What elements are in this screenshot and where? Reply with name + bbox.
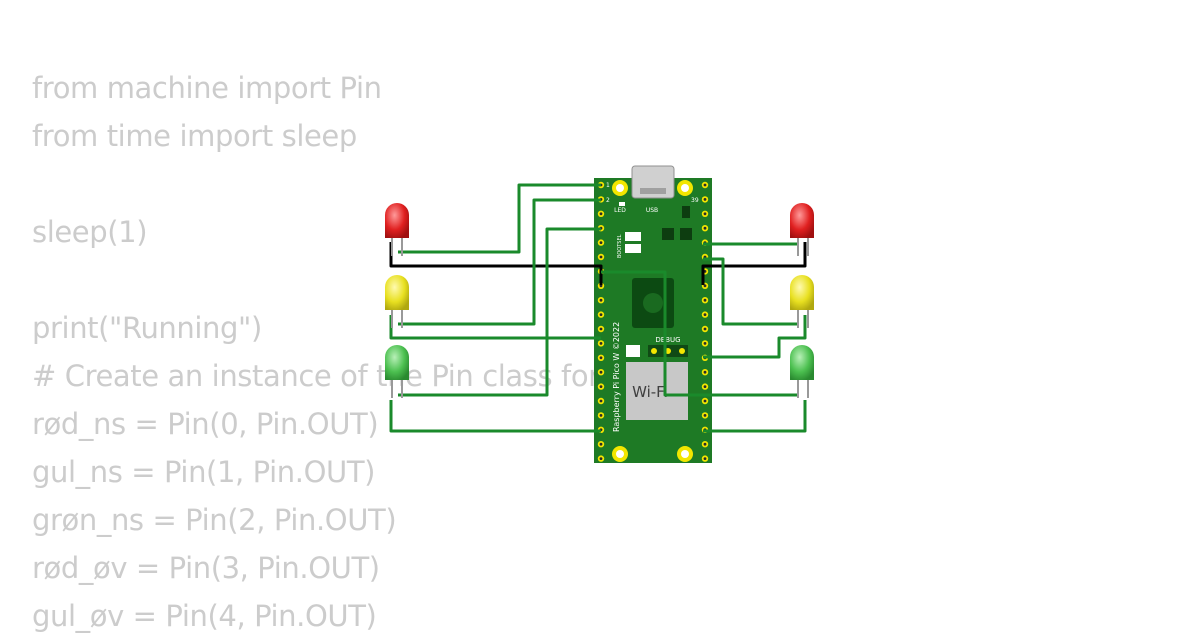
code-line: gul_ns = Pin(1, Pin.OUT) xyxy=(32,455,376,489)
component xyxy=(626,345,640,357)
pin-hole xyxy=(599,385,603,388)
wifi-module xyxy=(626,362,688,420)
led-yellow-left xyxy=(385,275,409,328)
usb-label: USB xyxy=(646,207,658,214)
pin1-label: 1 xyxy=(606,182,610,189)
led-green-left xyxy=(385,345,409,398)
mounting-hole-center xyxy=(616,450,624,458)
wifi-label: Wi-Fi xyxy=(632,383,668,401)
signal-wires xyxy=(389,183,807,433)
code-line: rød_ns = Pin(0, Pin.OUT) xyxy=(32,407,379,441)
led-yellow-right xyxy=(790,275,814,328)
board-name-label: Raspberry Pi Pico W ©2022 xyxy=(612,322,621,432)
led-red-left xyxy=(385,203,409,256)
pin-hole xyxy=(599,298,603,302)
pin-hole xyxy=(599,414,603,417)
led-body xyxy=(385,275,409,310)
pin-hole xyxy=(599,255,603,259)
pin-hole xyxy=(703,327,707,331)
led-body xyxy=(385,203,409,238)
pin-hole xyxy=(703,414,707,417)
pin-hole xyxy=(599,457,603,460)
code-line: # Create an instance of the Pin class fo… xyxy=(32,359,665,393)
pin-hole xyxy=(703,284,707,288)
wire-red-left xyxy=(398,183,601,254)
pin-hole xyxy=(599,399,603,403)
pin-hole xyxy=(599,284,603,288)
led-body xyxy=(790,275,814,310)
mounting-hole-center xyxy=(681,450,689,458)
pin-hole xyxy=(703,385,707,388)
mounting-hole-center xyxy=(681,184,689,192)
bootsel-button xyxy=(625,244,641,253)
code-line: from machine import Pin xyxy=(32,71,382,105)
led-body xyxy=(790,345,814,380)
wire-yellow-right xyxy=(703,257,798,326)
code-line: from time import sleep xyxy=(32,119,357,153)
code-line: grøn_ns = Pin(2, Pin.OUT) xyxy=(32,503,397,537)
pin-hole xyxy=(703,442,707,446)
usb-port xyxy=(640,188,666,194)
pin-hole xyxy=(599,342,603,345)
pin-hole xyxy=(599,327,603,331)
component xyxy=(662,228,674,240)
pin39-label: 39 xyxy=(691,197,699,204)
wire-green-right xyxy=(601,270,798,397)
component xyxy=(680,228,692,240)
bootsel-label: BOOTSEL xyxy=(617,234,623,258)
pin-hole xyxy=(703,226,707,230)
pin-hole xyxy=(599,356,603,360)
component xyxy=(682,206,690,218)
ground-wire-right xyxy=(701,242,807,285)
mounting-hole-center xyxy=(616,184,624,192)
code-line: sleep(1) xyxy=(32,215,148,249)
raspberry-logo-icon xyxy=(643,293,663,313)
pin-hole xyxy=(703,457,707,460)
pin-hole xyxy=(599,442,603,446)
wire-yellow-left-gnd xyxy=(389,315,601,340)
led-body xyxy=(385,345,409,380)
debug-pin xyxy=(651,348,657,354)
pin-hole xyxy=(703,298,707,302)
wire-yellow-left xyxy=(398,198,601,326)
wire-green-left-gnd xyxy=(389,400,601,433)
pin-hole xyxy=(703,198,707,201)
pin2-label: 2 xyxy=(606,197,610,204)
wire-green-right-gnd xyxy=(703,400,807,433)
code-line: rød_øv = Pin(3, Pin.OUT) xyxy=(32,551,380,585)
led-red-right xyxy=(790,203,814,256)
pin-hole xyxy=(703,370,707,374)
bootsel-button xyxy=(625,232,641,241)
wire-green-left xyxy=(398,227,601,397)
code-line: print("Running") xyxy=(32,311,262,345)
pin-hole xyxy=(599,212,603,216)
debug-label: DEBUG xyxy=(655,336,680,344)
pin-hole xyxy=(703,183,707,187)
code-line: gul_øv = Pin(4, Pin.OUT) xyxy=(32,599,377,633)
onboard-led xyxy=(619,202,625,206)
pico-w-board: Wi-Fi USB LED DEBUG 1 2 39 BOOTSEL Raspb… xyxy=(594,165,712,463)
pin-hole xyxy=(599,370,603,374)
pin-hole xyxy=(599,241,603,245)
led-green-right xyxy=(790,345,814,398)
code-listing: from machine import Pin from time import … xyxy=(32,64,665,640)
pin-hole xyxy=(599,313,603,316)
ground-wire-left xyxy=(389,242,603,285)
wire-yellow-right-gnd xyxy=(703,315,807,359)
pin-hole xyxy=(703,399,707,403)
pin-hole xyxy=(703,342,707,345)
pin-hole xyxy=(703,212,707,216)
pin-hole xyxy=(703,313,707,316)
led-body xyxy=(790,203,814,238)
led-label: LED xyxy=(614,207,626,214)
debug-pin xyxy=(679,348,685,354)
